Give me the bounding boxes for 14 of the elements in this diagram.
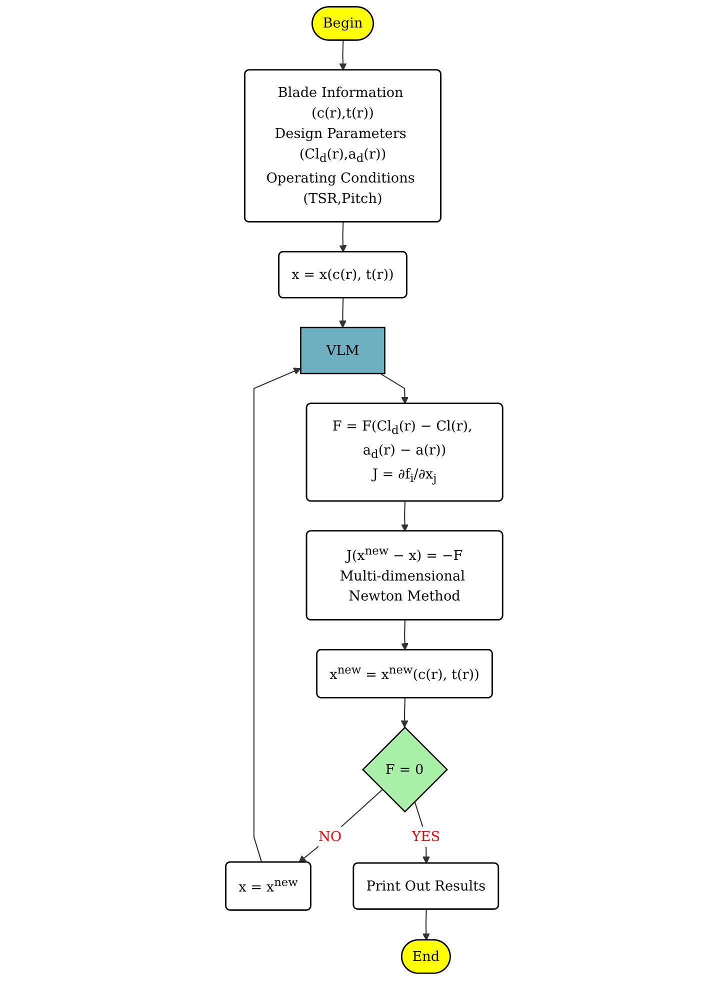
arrow [298, 789, 383, 863]
arrow [422, 909, 430, 941]
arrow [400, 501, 408, 532]
node-box: VLM [300, 326, 386, 374]
arrow [380, 373, 408, 404]
arrow [338, 298, 346, 328]
arrow [400, 698, 408, 728]
arrow [400, 620, 408, 650]
node-diamond: F = 0 [362, 726, 448, 813]
arrow [339, 40, 347, 71]
arrow [253, 368, 301, 863]
edge-label: NO [318, 828, 342, 845]
edge-label: YES [412, 828, 440, 845]
arrow [339, 222, 347, 252]
